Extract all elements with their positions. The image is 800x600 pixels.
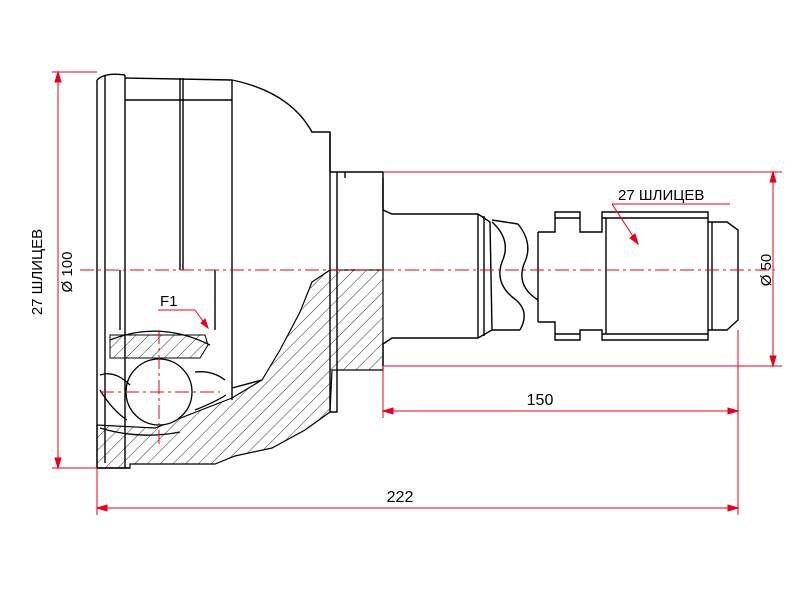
left-diameter-label: Ø 100 (59, 252, 76, 293)
dim-150-text: 150 (527, 392, 554, 409)
centerlines (80, 269, 775, 448)
dim-222-text: 222 (387, 489, 414, 506)
shaft-outline (344, 172, 739, 366)
right-diameter-label: Ø 50 (758, 254, 775, 287)
dimensions (52, 70, 782, 515)
f1-label: F1 (160, 293, 178, 310)
left-splines-label: 27 ШЛИЦЕВ (29, 229, 46, 315)
text-labels: 27 ШЛИЦЕВ Ø 100 Ø 50 27 ШЛИЦЕВ F1 150 22… (29, 187, 775, 506)
right-splines-label: 27 ШЛИЦЕВ (618, 187, 704, 204)
housing-outline (96, 73, 384, 469)
